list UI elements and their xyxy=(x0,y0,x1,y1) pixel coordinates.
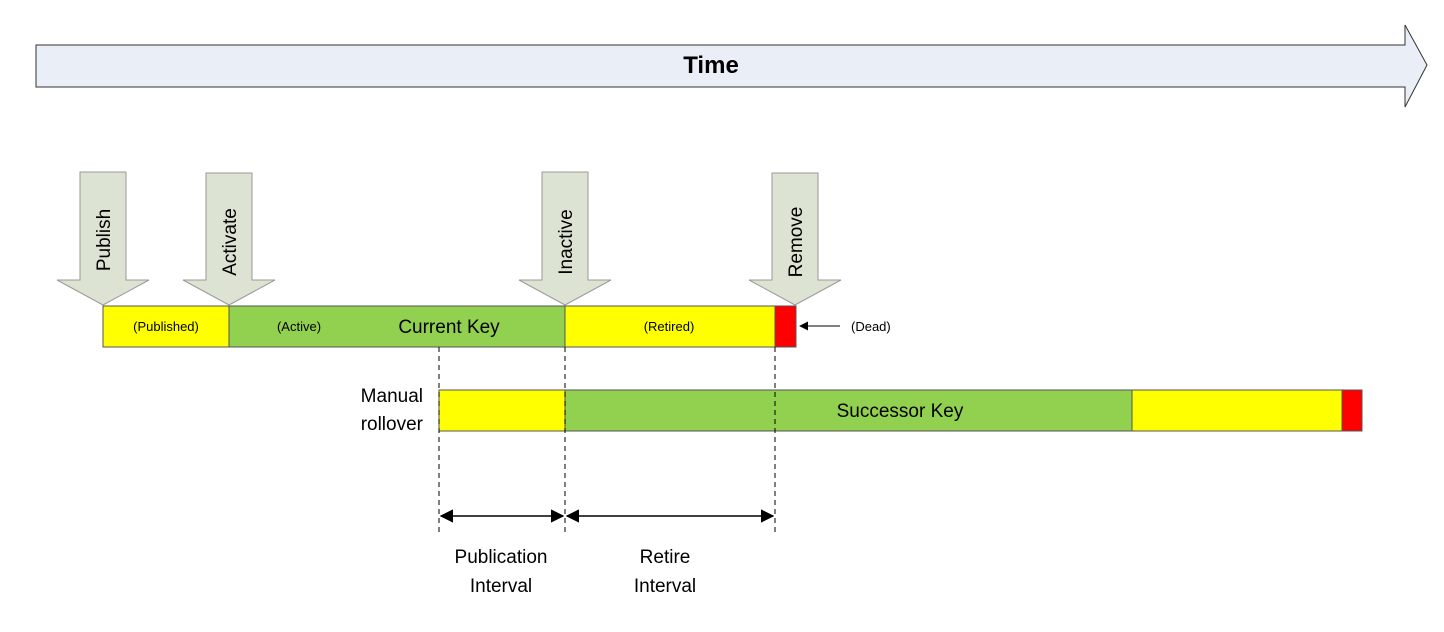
time-label: Time xyxy=(683,52,739,79)
active-segment xyxy=(228,305,566,348)
event-arrow-inactive: Inactive xyxy=(518,171,612,306)
manual-rollover-line1: Manual xyxy=(361,386,423,407)
event-arrow-activate: Activate xyxy=(182,172,276,306)
event-label-inactive: Inactive xyxy=(556,209,577,274)
event-label-publish: Publish xyxy=(94,209,115,271)
successor-key-label: Successor Key xyxy=(837,401,964,422)
time-arrow: Time xyxy=(35,24,1428,108)
retired-segment xyxy=(564,305,776,348)
event-label-activate: Activate xyxy=(220,208,241,276)
publication-interval-line2: Interval xyxy=(470,576,532,597)
retire-interval-line1: Retire xyxy=(640,547,691,568)
event-label-remove: Remove xyxy=(786,207,807,278)
successor-retired-segment xyxy=(1131,389,1343,432)
publication-interval-line1: Publication xyxy=(455,547,548,568)
down-arrow-icon xyxy=(182,172,276,306)
published-segment xyxy=(102,305,230,348)
event-arrow-remove: Remove xyxy=(748,172,842,306)
down-arrow-icon xyxy=(518,171,612,306)
dead-label: (Dead) xyxy=(851,319,891,334)
successor-dead-segment xyxy=(1341,389,1363,432)
retired-label: (Retired) xyxy=(644,319,695,334)
successor-published-segment xyxy=(438,389,566,432)
down-arrow-icon xyxy=(748,172,842,306)
retire-interval-line2: Interval xyxy=(634,576,696,597)
published-label: (Published) xyxy=(133,319,199,334)
dead-segment xyxy=(774,305,797,348)
down-arrow-icon xyxy=(56,171,150,306)
event-arrow-publish: Publish xyxy=(56,171,150,306)
current-key-bar: (Published) (Active) Current Key (Retire… xyxy=(102,305,797,348)
current-key-label: Current Key xyxy=(398,317,500,338)
successor-key-bar: Successor Key xyxy=(438,389,1363,432)
time-arrow-shape xyxy=(35,24,1428,108)
manual-rollover-line2: rollover xyxy=(361,414,424,435)
active-label: (Active) xyxy=(277,319,321,334)
guide-lines xyxy=(438,347,776,532)
